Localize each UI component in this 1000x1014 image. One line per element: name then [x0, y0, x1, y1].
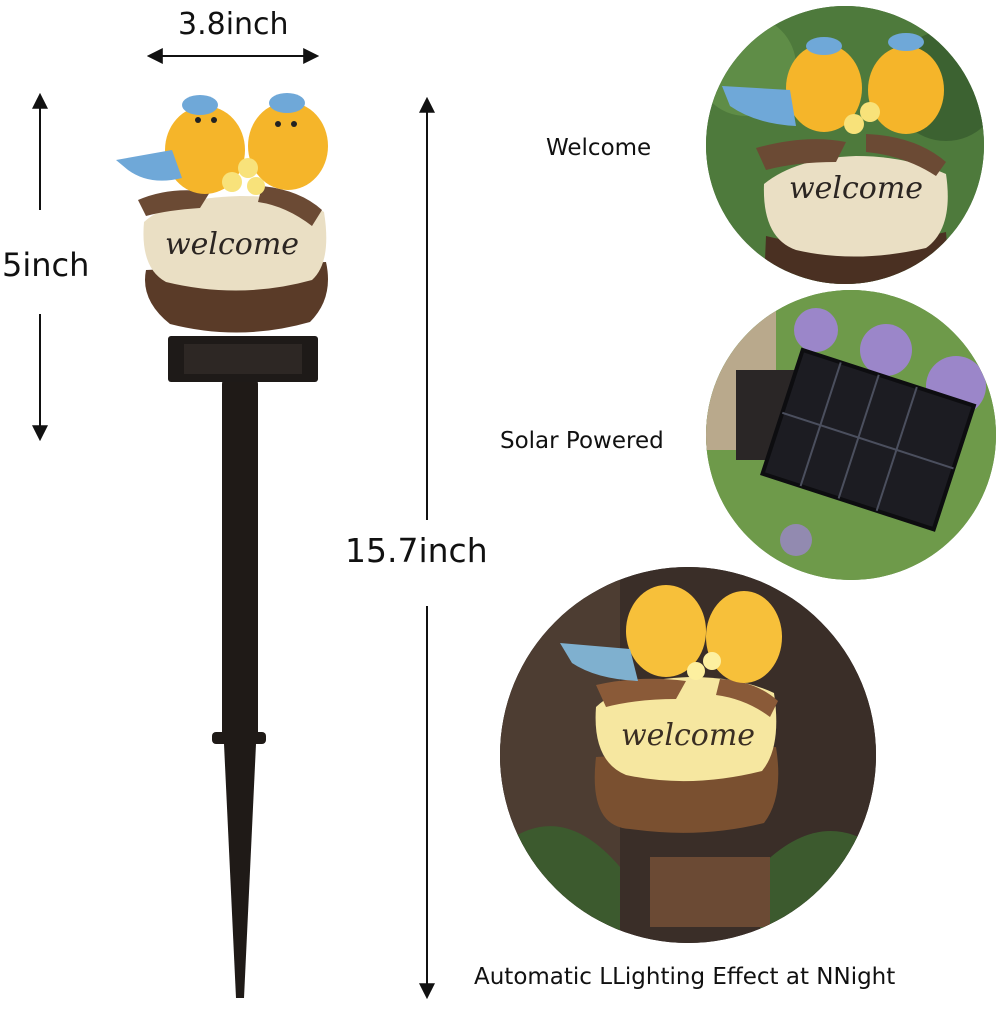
stone-base	[138, 186, 328, 333]
welcome-photo: welcome	[706, 6, 984, 284]
birds	[116, 93, 328, 194]
welcome-photo-sign-text: welcome	[789, 171, 923, 206]
feature-label-night: Automatic LLighting Effect at NNight	[474, 964, 896, 990]
solar-photo	[706, 290, 996, 580]
welcome-photo-art: welcome	[706, 6, 984, 284]
night-photo-sign-text: welcome	[621, 718, 755, 753]
solar-photo-art	[706, 290, 996, 580]
sign-text: welcome	[165, 227, 299, 262]
feature-label-welcome: Welcome	[546, 135, 652, 161]
feature-label-solar: Solar Powered	[500, 428, 664, 454]
night-photo: welcome	[500, 567, 876, 943]
stake	[212, 378, 266, 998]
head-height-label: 5inch	[2, 246, 90, 284]
night-photo-art: welcome	[500, 567, 876, 943]
total-height-label: 15.7inch	[345, 531, 488, 570]
flowers	[222, 158, 265, 195]
width-label: 3.8inch	[178, 7, 289, 42]
solar-box	[168, 336, 318, 382]
